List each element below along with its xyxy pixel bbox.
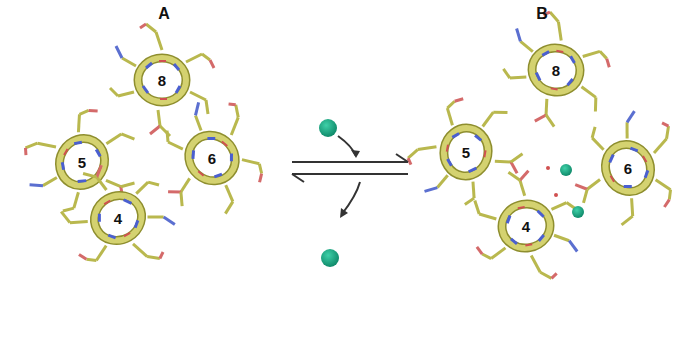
helix-number: 6 <box>208 151 216 166</box>
helix-number: 5 <box>78 155 86 170</box>
panel-label: B <box>536 6 548 22</box>
helix-number: 4 <box>522 219 530 234</box>
helix-number: 8 <box>158 73 166 88</box>
helix-number: 5 <box>462 145 470 160</box>
helix-number: 6 <box>624 161 632 176</box>
panel-label: A <box>158 6 170 22</box>
helix-number: 4 <box>114 211 122 226</box>
helix-number: 8 <box>552 63 560 78</box>
